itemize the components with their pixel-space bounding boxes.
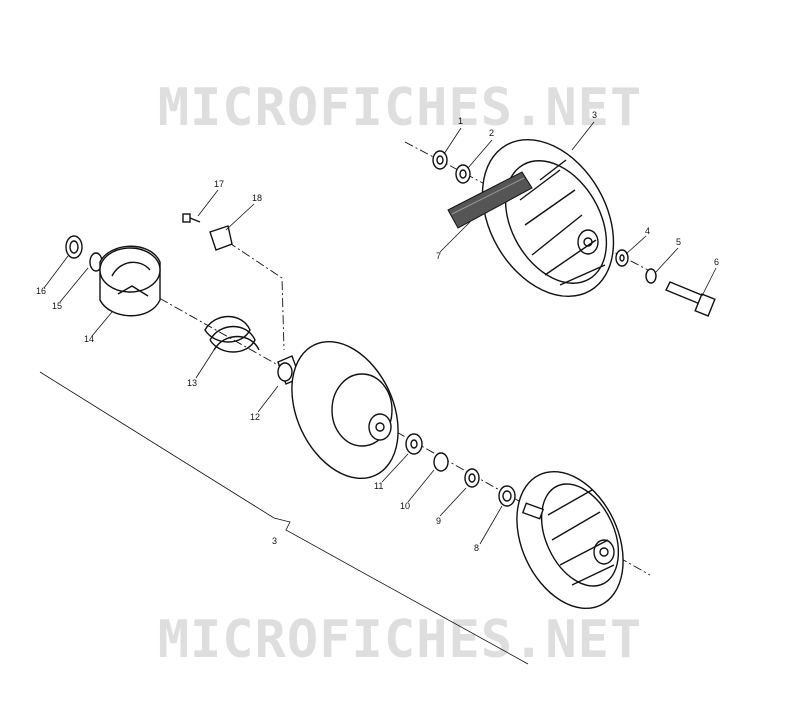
callout-10: 10 [400,501,410,511]
sheave-lower [516,470,624,610]
weight-18 [209,225,233,251]
callout-7: 7 [436,251,441,261]
watermark-top: MICROFICHES.NET [157,78,643,138]
callout-14: 14 [84,334,94,344]
watermark-bottom: MICROFICHES.NET [157,610,643,670]
washer-10 [433,452,449,472]
nut-5 [645,268,657,284]
assembly-bracket [39,371,529,665]
callout-6: 6 [714,257,719,267]
washer-9 [464,468,480,488]
callout-1: 1 [458,116,463,126]
screw-17 [182,213,201,223]
washer-4 [615,249,629,267]
belt-block [447,171,533,229]
spring-13 [204,315,260,353]
callout-15: 15 [52,301,62,311]
callout-2: 2 [489,128,494,138]
cam-14 [99,245,161,317]
callout-16: 16 [36,286,46,296]
sheave-upper [481,138,615,298]
callout-3-upper: 3 [592,110,597,120]
callout-17: 17 [214,179,224,189]
callout-8: 8 [474,543,479,553]
bolt-6 [665,281,716,317]
bushing-11 [405,433,423,455]
washer-2 [455,164,471,184]
leader-lines [43,121,717,545]
washer-8 [498,485,516,507]
callout-11: 11 [374,481,383,491]
washer-1 [432,150,448,170]
callout-18: 18 [252,193,262,203]
sheave-middle [291,340,399,480]
clip-16 [65,235,83,259]
callout-3-assembly: 3 [272,536,277,546]
callout-4: 4 [645,226,650,236]
callout-5: 5 [676,237,681,247]
callout-13: 13 [187,378,197,388]
callout-9: 9 [436,516,441,526]
callout-labels: 1 2 3 4 5 6 7 8 9 10 11 12 13 14 15 16 1… [36,110,719,553]
callout-12: 12 [250,412,260,422]
